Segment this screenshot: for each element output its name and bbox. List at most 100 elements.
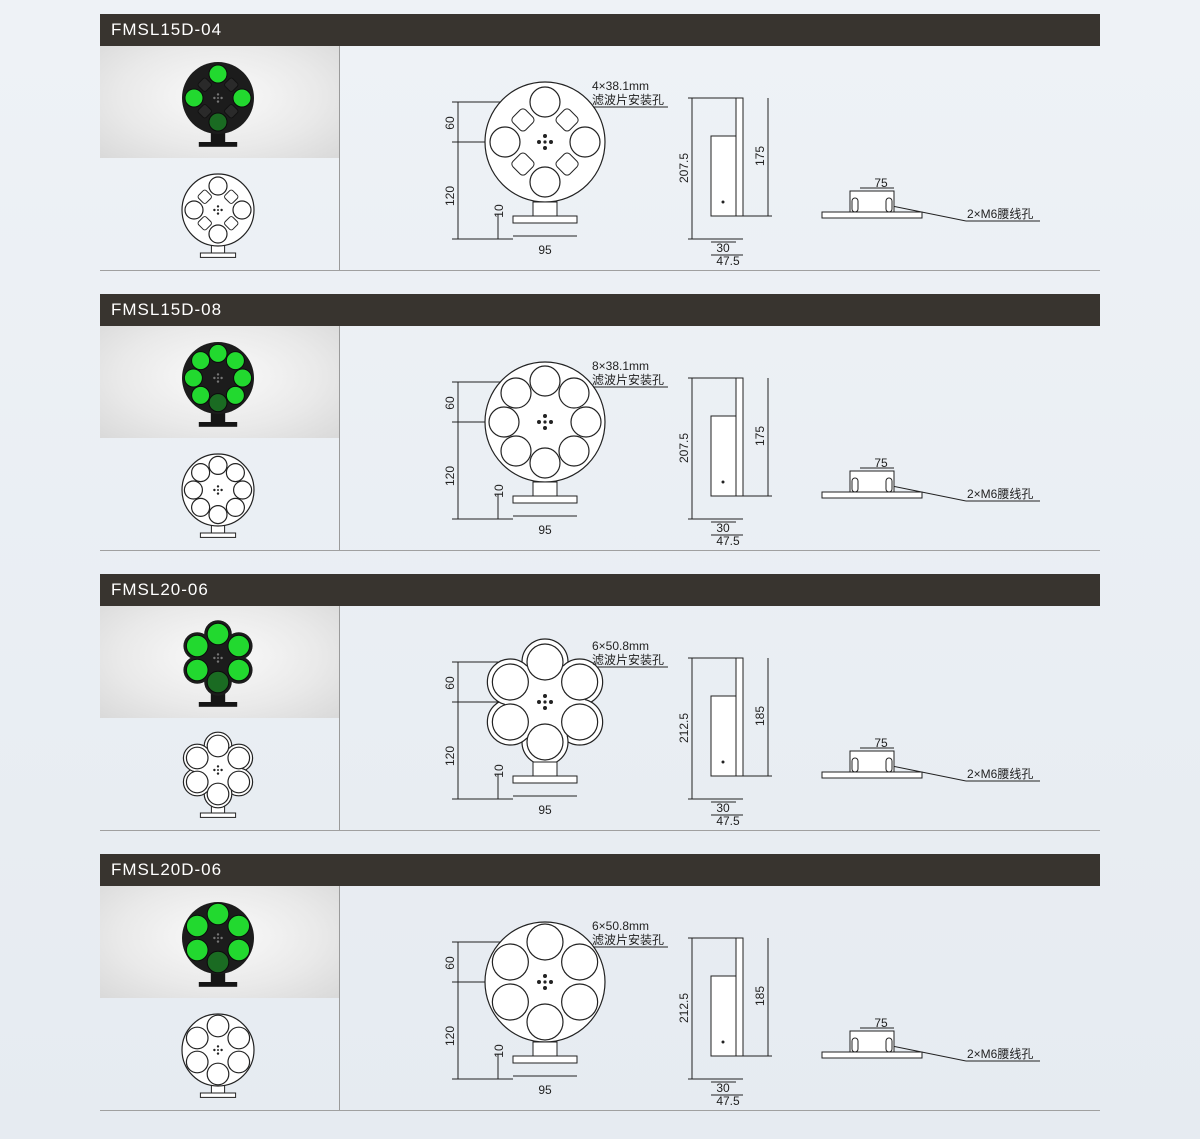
- filter-hole: [183, 480, 204, 500]
- filter-hole: [489, 126, 521, 158]
- hole-label: 滤波片安装孔: [592, 652, 664, 667]
- filter-hole: [183, 368, 203, 388]
- filter-hole: [529, 166, 561, 198]
- dimension-label: 175: [753, 146, 767, 166]
- filter-hole: [561, 943, 599, 981]
- render-wheel: [182, 342, 254, 414]
- section-divider: [100, 550, 1100, 551]
- filter-hole: [569, 126, 601, 158]
- dimension-label: 207.5: [677, 153, 691, 183]
- dimension-label: 95: [538, 803, 552, 817]
- filter-hole: [208, 393, 228, 413]
- filter-hole: [191, 351, 211, 371]
- filter-hole: [227, 1026, 251, 1050]
- lineart-wheel: [181, 453, 255, 527]
- filter-hole: [185, 938, 209, 962]
- filter-hole: [227, 938, 251, 962]
- filter-hole: [526, 723, 564, 761]
- dimension-label: 207.5: [677, 433, 691, 463]
- product-lineart: [100, 718, 339, 830]
- filter-hole: [185, 634, 209, 658]
- filter-hole: [500, 435, 532, 467]
- dimension-label: 120: [443, 1026, 457, 1046]
- dimension-label: 95: [538, 243, 552, 257]
- filter-hole: [227, 746, 251, 770]
- front-view-wheel: [484, 921, 606, 1043]
- filter-hole: [561, 663, 599, 701]
- dimension-label: 75: [874, 736, 888, 750]
- filter-hole: [206, 782, 230, 806]
- dimension-label: 47.5: [716, 254, 740, 268]
- filter-hole: [225, 463, 245, 483]
- hole-spec: 8×38.1mm: [592, 359, 649, 373]
- filter-hole: [191, 385, 211, 405]
- filter-hole: [206, 902, 230, 926]
- model-title: FMSL15D-04: [100, 14, 1100, 46]
- filter-hole: [206, 670, 230, 694]
- dimension-label: 47.5: [716, 814, 740, 828]
- slot-label: 2×M6腰线孔: [967, 1047, 1033, 1061]
- filter-hole: [185, 658, 209, 682]
- dimension-label: 60: [443, 956, 457, 970]
- dimension-label: 120: [443, 466, 457, 486]
- filter-hole: [206, 950, 230, 974]
- hole-label: 滤波片安装孔: [592, 92, 664, 107]
- filter-hole: [570, 406, 602, 438]
- column-divider: [339, 46, 340, 271]
- filter-hole: [526, 923, 564, 961]
- model-title: FMSL20D-06: [100, 854, 1100, 886]
- lineart-wheel: [182, 731, 254, 809]
- product-lineart: [100, 998, 339, 1110]
- front-view-wheel: [484, 361, 606, 483]
- filter-hole: [227, 634, 251, 658]
- filter-hole: [225, 385, 245, 405]
- hole-spec: 4×38.1mm: [592, 79, 649, 93]
- model-title: FMSL15D-08: [100, 294, 1100, 326]
- filter-hole: [185, 1026, 209, 1050]
- dimension-label: 75: [874, 176, 888, 190]
- filter-hole: [526, 643, 564, 681]
- filter-hole: [208, 112, 228, 132]
- column-divider: [339, 886, 340, 1111]
- filter-hole: [491, 983, 529, 1021]
- dimension-label: 95: [538, 523, 552, 537]
- lineart-wheel: [181, 173, 255, 247]
- filter-hole: [491, 943, 529, 981]
- filter-hole: [227, 1050, 251, 1074]
- filter-hole: [561, 703, 599, 741]
- filter-hole: [500, 377, 532, 409]
- slot-label: 2×M6腰线孔: [967, 207, 1033, 221]
- dimension-label: 60: [443, 676, 457, 690]
- filter-hole: [558, 377, 590, 409]
- dimension-label: 75: [874, 456, 888, 470]
- product-lineart: [100, 438, 339, 550]
- filter-hole: [561, 983, 599, 1021]
- filter-hole: [185, 770, 209, 794]
- dimension-label: 10: [492, 484, 506, 498]
- filter-hole: [208, 224, 228, 244]
- filter-hole: [225, 497, 245, 517]
- filter-hole: [558, 435, 590, 467]
- filter-hole: [184, 88, 204, 108]
- front-view-wheel: [484, 81, 606, 203]
- dimension-label: 10: [492, 1044, 506, 1058]
- product-render: [100, 46, 339, 158]
- dimension-label: 10: [492, 764, 506, 778]
- dimension-label: 75: [874, 1016, 888, 1030]
- filter-hole: [208, 64, 228, 84]
- filter-hole: [185, 746, 209, 770]
- filter-hole: [208, 455, 228, 475]
- dimension-label: 47.5: [716, 1094, 740, 1108]
- filter-hole: [227, 770, 251, 794]
- dimension-label: 185: [753, 986, 767, 1006]
- filter-hole: [233, 368, 253, 388]
- hole-label: 滤波片安装孔: [592, 372, 664, 387]
- section-divider: [100, 270, 1100, 271]
- filter-hole: [206, 622, 230, 646]
- dimension-label: 175: [753, 426, 767, 446]
